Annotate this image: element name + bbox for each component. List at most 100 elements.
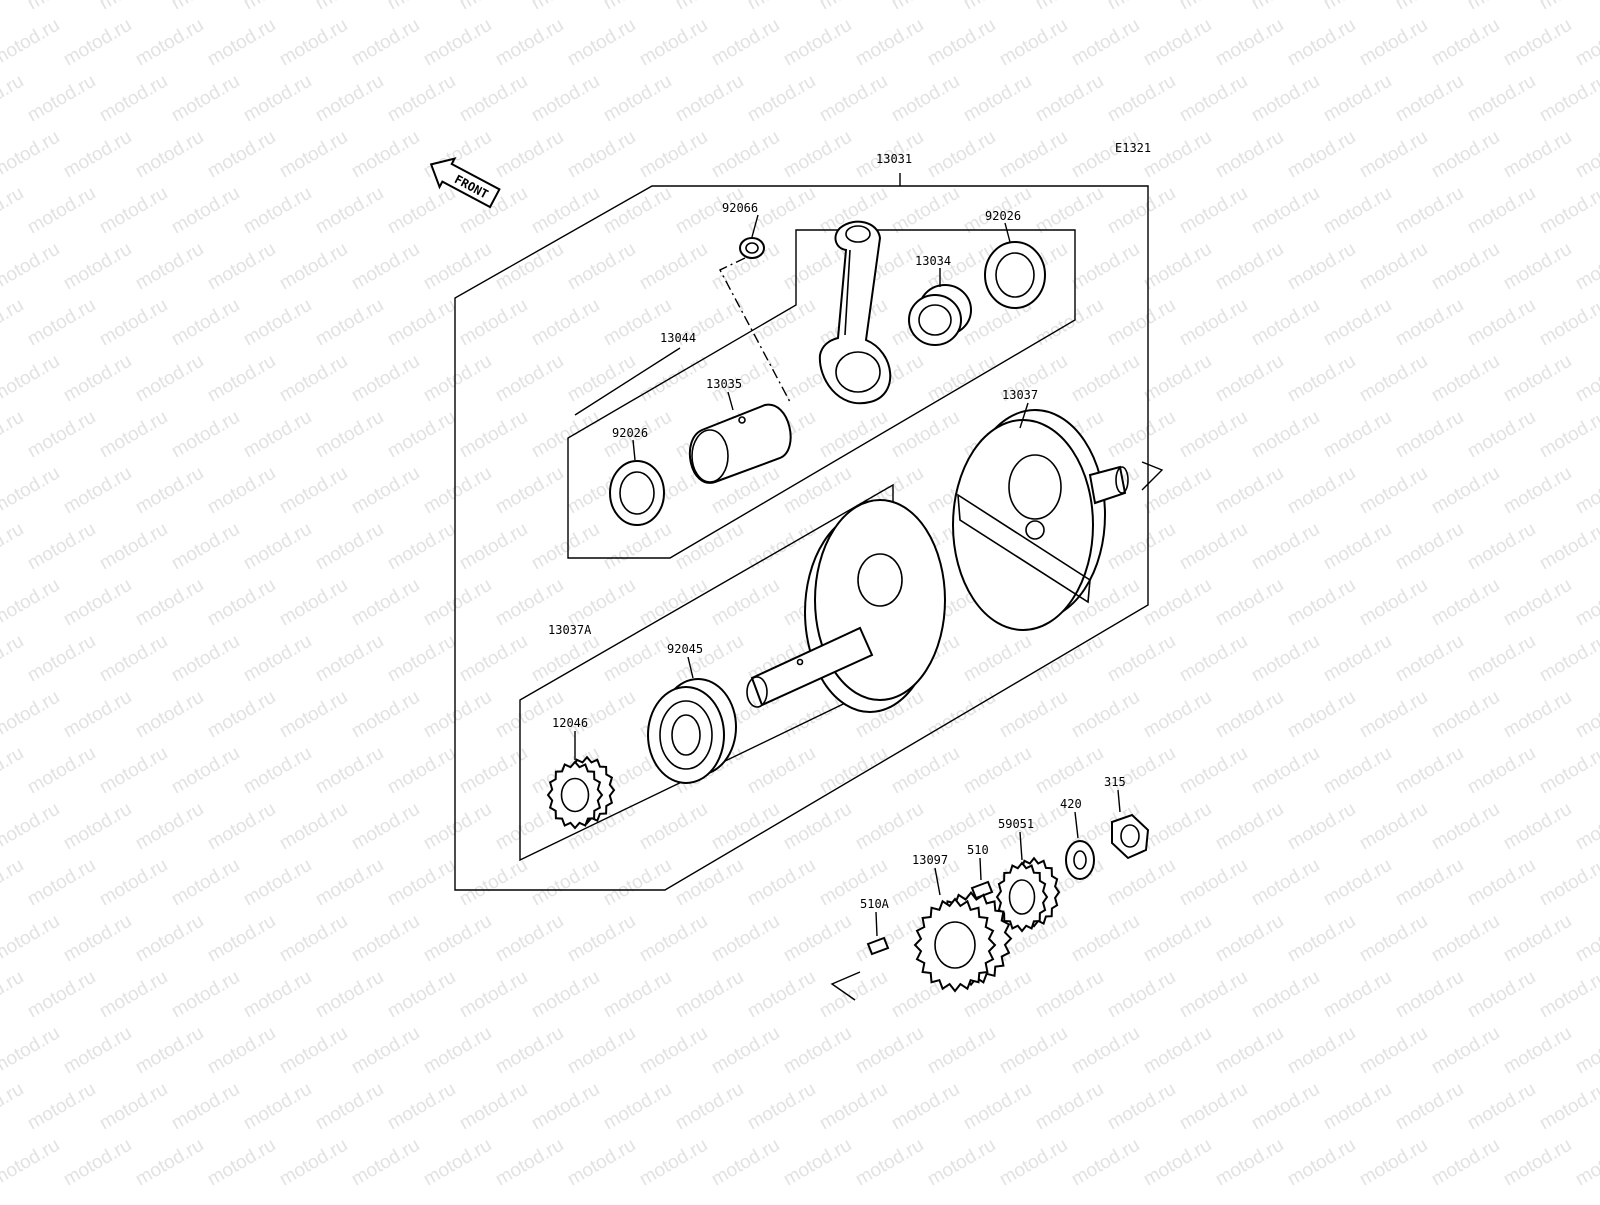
watermark-text: motod.ru xyxy=(1500,799,1575,855)
part-92045-ball-bearing xyxy=(647,678,737,784)
watermark-text: motod.ru xyxy=(744,0,819,14)
watermark-text: motod.ru xyxy=(708,1135,783,1191)
watermark-text: motod.ru xyxy=(1320,407,1395,463)
watermark-text: motod.ru xyxy=(276,15,351,71)
part-connecting-rod xyxy=(818,220,892,405)
assembly-box-13031 xyxy=(454,185,1149,891)
part-13035-crank-pin xyxy=(688,403,792,484)
watermark-text: motod.ru xyxy=(492,463,567,519)
part-13034-needle-bearing xyxy=(908,284,972,346)
watermark-text: motod.ru xyxy=(312,967,387,1023)
watermark-text: motod.ru xyxy=(456,0,531,14)
watermark-text: motod.ru xyxy=(636,1135,711,1191)
watermark-text: motod.ru xyxy=(600,183,675,239)
watermark-text: motod.ru xyxy=(1320,519,1395,575)
watermark-text: motod.ru xyxy=(1536,183,1600,239)
watermark-text: motod.ru xyxy=(1392,855,1467,911)
watermark-text: motod.ru xyxy=(1140,15,1215,71)
watermark-text: motod.ru xyxy=(528,1079,603,1135)
watermark-text: motod.ru xyxy=(96,519,171,575)
watermark-text: motod.ru xyxy=(564,127,639,183)
watermark-text: motod.ru xyxy=(600,71,675,127)
watermark-text: motod.ru xyxy=(1464,295,1539,351)
watermark-text: motod.ru xyxy=(1320,967,1395,1023)
watermark-text: motod.ru xyxy=(1176,855,1251,911)
watermark-text: motod.ru xyxy=(384,855,459,911)
watermark-text: motod.ru xyxy=(1392,295,1467,351)
watermark-text: motod.ru xyxy=(1032,71,1107,127)
watermark-text: motod.ru xyxy=(0,911,63,967)
watermark-text: motod.ru xyxy=(60,687,135,743)
watermark-text: motod.ru xyxy=(204,799,279,855)
watermark-text: motod.ru xyxy=(24,183,99,239)
label-92026-bottom: 92026 xyxy=(612,426,648,440)
watermark-text: motod.ru xyxy=(744,71,819,127)
watermark-text: motod.ru xyxy=(1212,799,1287,855)
watermark-text: motod.ru xyxy=(1248,295,1323,351)
watermark-text: motod.ru xyxy=(672,0,747,14)
watermark-text: motod.ru xyxy=(456,519,531,575)
watermark-text: motod.ru xyxy=(168,0,243,14)
watermark-text: motod.ru xyxy=(420,687,495,743)
watermark-text: motod.ru xyxy=(1212,239,1287,295)
watermark-text: motod.ru xyxy=(492,1023,567,1079)
watermark-text: motod.ru xyxy=(960,71,1035,127)
watermark-text: motod.ru xyxy=(24,295,99,351)
watermark-text: motod.ru xyxy=(276,351,351,407)
watermark-text: motod.ru xyxy=(24,967,99,1023)
watermark-text: motod.ru xyxy=(636,1023,711,1079)
watermark-text: motod.ru xyxy=(312,519,387,575)
watermark-text: motod.ru xyxy=(348,351,423,407)
watermark-text: motod.ru xyxy=(24,1079,99,1135)
label-13044: 13044 xyxy=(660,331,696,345)
watermark-text: motod.ru xyxy=(60,239,135,295)
watermark-text: motod.ru xyxy=(1536,631,1600,687)
watermark-text: motod.ru xyxy=(348,687,423,743)
watermark-text: motod.ru xyxy=(1212,1023,1287,1079)
watermark-text: motod.ru xyxy=(24,71,99,127)
watermark-text: motod.ru xyxy=(96,967,171,1023)
watermark-text: motod.ru xyxy=(132,351,207,407)
watermark-text: motod.ru xyxy=(204,1023,279,1079)
watermark-text: motod.ru xyxy=(1572,799,1600,855)
watermark-text: motod.ru xyxy=(240,855,315,911)
watermark-text: motod.ru xyxy=(780,15,855,71)
watermark-text: motod.ru xyxy=(1356,799,1431,855)
watermark-text: motod.ru xyxy=(1320,855,1395,911)
watermark-text: motod.ru xyxy=(1248,743,1323,799)
watermark-text: motod.ru xyxy=(564,1135,639,1191)
watermark-text: motod.ru xyxy=(1428,911,1503,967)
watermark-text: motod.ru xyxy=(1464,1079,1539,1135)
watermark-text: motod.ru xyxy=(1140,1135,1215,1191)
watermark-text: motod.ru xyxy=(1428,463,1503,519)
part-92026-washer-top xyxy=(984,241,1046,309)
watermark-text: motod.ru xyxy=(1572,911,1600,967)
watermark-text: motod.ru xyxy=(1248,183,1323,239)
watermark-text: motod.ru xyxy=(132,799,207,855)
watermark-text: motod.ru xyxy=(816,71,891,127)
watermark-text: motod.ru xyxy=(1248,631,1323,687)
watermark-text: motod.ru xyxy=(276,687,351,743)
watermark-text: motod.ru xyxy=(168,71,243,127)
watermark-text: motod.ru xyxy=(1392,519,1467,575)
label-59051: 59051 xyxy=(998,817,1034,831)
watermark-text: motod.ru xyxy=(276,463,351,519)
watermark-text: motod.ru xyxy=(1464,183,1539,239)
watermark-text: motod.ru xyxy=(96,743,171,799)
watermark-text: motod.ru xyxy=(636,911,711,967)
watermark-text: motod.ru xyxy=(348,799,423,855)
watermark-text: motod.ru xyxy=(888,0,963,14)
watermark-text: motod.ru xyxy=(1248,519,1323,575)
watermark-text: motod.ru xyxy=(420,575,495,631)
watermark-text: motod.ru xyxy=(1392,1079,1467,1135)
part-315-nut xyxy=(1111,813,1150,860)
watermark-text: motod.ru xyxy=(132,1135,207,1191)
watermark-text: motod.ru xyxy=(132,239,207,295)
watermark-text: motod.ru xyxy=(276,1023,351,1079)
watermark-text: motod.ru xyxy=(1464,519,1539,575)
watermark-text: motod.ru xyxy=(0,1023,63,1079)
watermark-text: motod.ru xyxy=(1284,463,1359,519)
watermark-text: motod.ru xyxy=(672,519,747,575)
watermark-text: motod.ru xyxy=(456,407,531,463)
watermark-text: motod.ru xyxy=(1392,71,1467,127)
